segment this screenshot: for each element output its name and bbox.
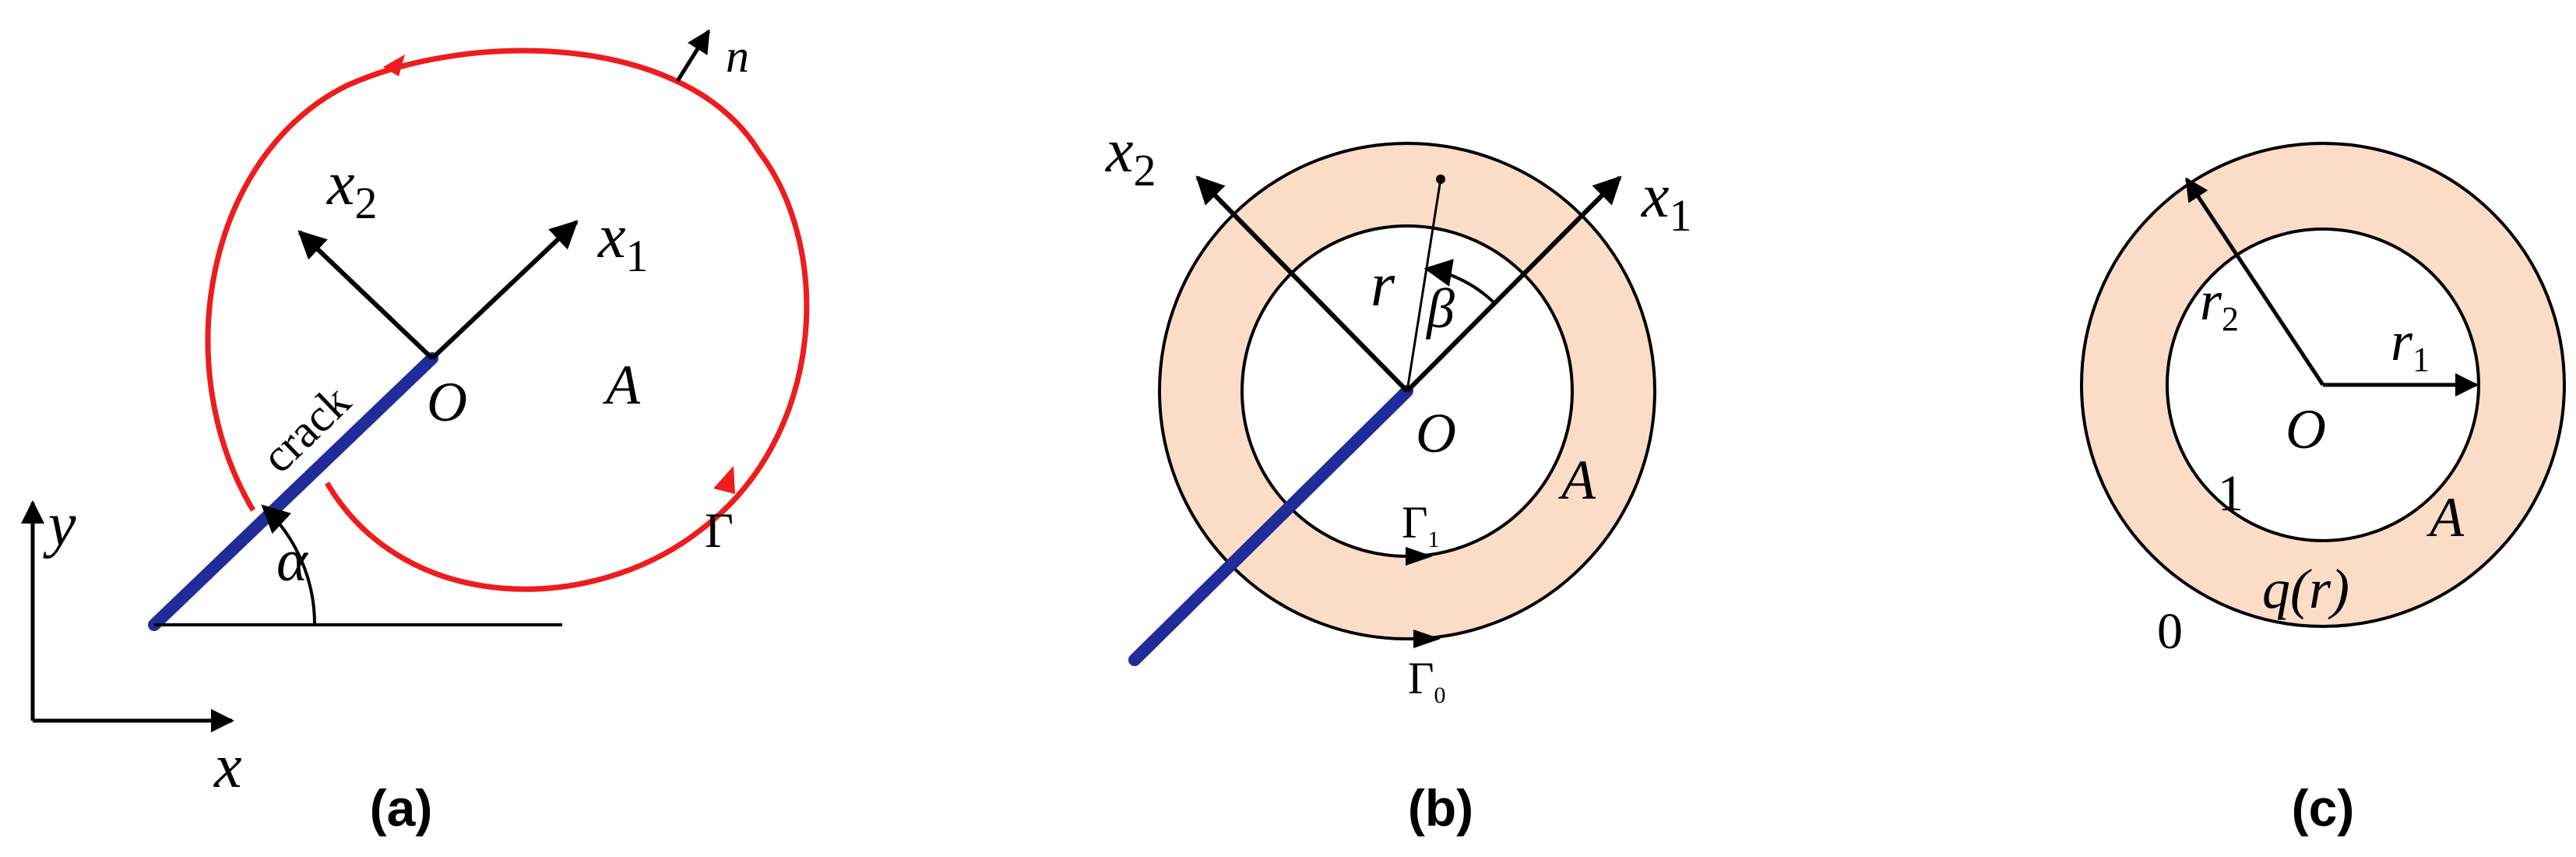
global-x-label: x [213, 732, 242, 801]
panel-b: x2 x1 r β O A Γ1 Γ0 (b) [1105, 117, 1692, 837]
x2-axis-label: x2 [326, 150, 378, 228]
normal-n-arrow [675, 29, 711, 83]
beta-label: β [1425, 277, 1455, 340]
gamma0-label: Γ0 [1408, 653, 1446, 708]
crack-line [148, 352, 438, 631]
inner-value-label: 1 [2218, 465, 2243, 522]
area-label: A [603, 354, 641, 416]
origin-label: O [427, 371, 467, 433]
radius-r-label: r [1371, 251, 1395, 319]
crack-line [1128, 385, 1413, 666]
weight-function-label: q(r) [2262, 558, 2349, 620]
alpha-label: α [276, 528, 309, 594]
beta-arc [1423, 259, 1497, 305]
normal-n-label: n [726, 30, 749, 82]
panel-c: r2 r1 O 1 A q(r) 0 (c) [2080, 142, 2566, 837]
gamma1-label: Γ1 [1402, 497, 1440, 552]
origin-label: O [1416, 402, 1456, 464]
caption-b: (b) [1408, 779, 1473, 837]
crack-label: crack [252, 376, 360, 483]
radius-r2-arrow [2184, 177, 2325, 386]
x1-axis-label: x1 [1641, 162, 1692, 241]
radius-r2-label: r2 [2200, 270, 2239, 338]
x2-axis-arrow [1195, 175, 1409, 393]
x1-axis-arrow [1405, 175, 1622, 393]
gamma1-direction-arrow [1406, 547, 1433, 566]
area-label: A [2426, 486, 2465, 548]
x2-axis-label: x2 [1105, 117, 1156, 196]
origin-label: O [2286, 398, 2326, 460]
contour-arrow-top [383, 55, 405, 76]
alpha-arc [261, 504, 317, 626]
caption-c: (c) [2292, 779, 2355, 837]
radius-r1-label: r1 [2391, 310, 2430, 379]
gamma0-direction-arrow [1413, 630, 1441, 648]
contour-label: Γ [705, 503, 734, 558]
x2-axis-arrow [297, 230, 435, 361]
field-point [1436, 175, 1445, 184]
outer-value-label: 0 [2157, 603, 2183, 660]
global-y-label: y [43, 491, 76, 559]
panel-a: n crack x2 x1 O A Γ α y x (a) [21, 29, 810, 837]
x1-axis-label: x1 [597, 203, 649, 281]
caption-a: (a) [370, 779, 433, 837]
contour-gamma [205, 48, 810, 592]
x1-axis-arrow [430, 220, 579, 361]
area-label: A [1558, 449, 1596, 511]
contour-arrow-right [713, 466, 735, 494]
